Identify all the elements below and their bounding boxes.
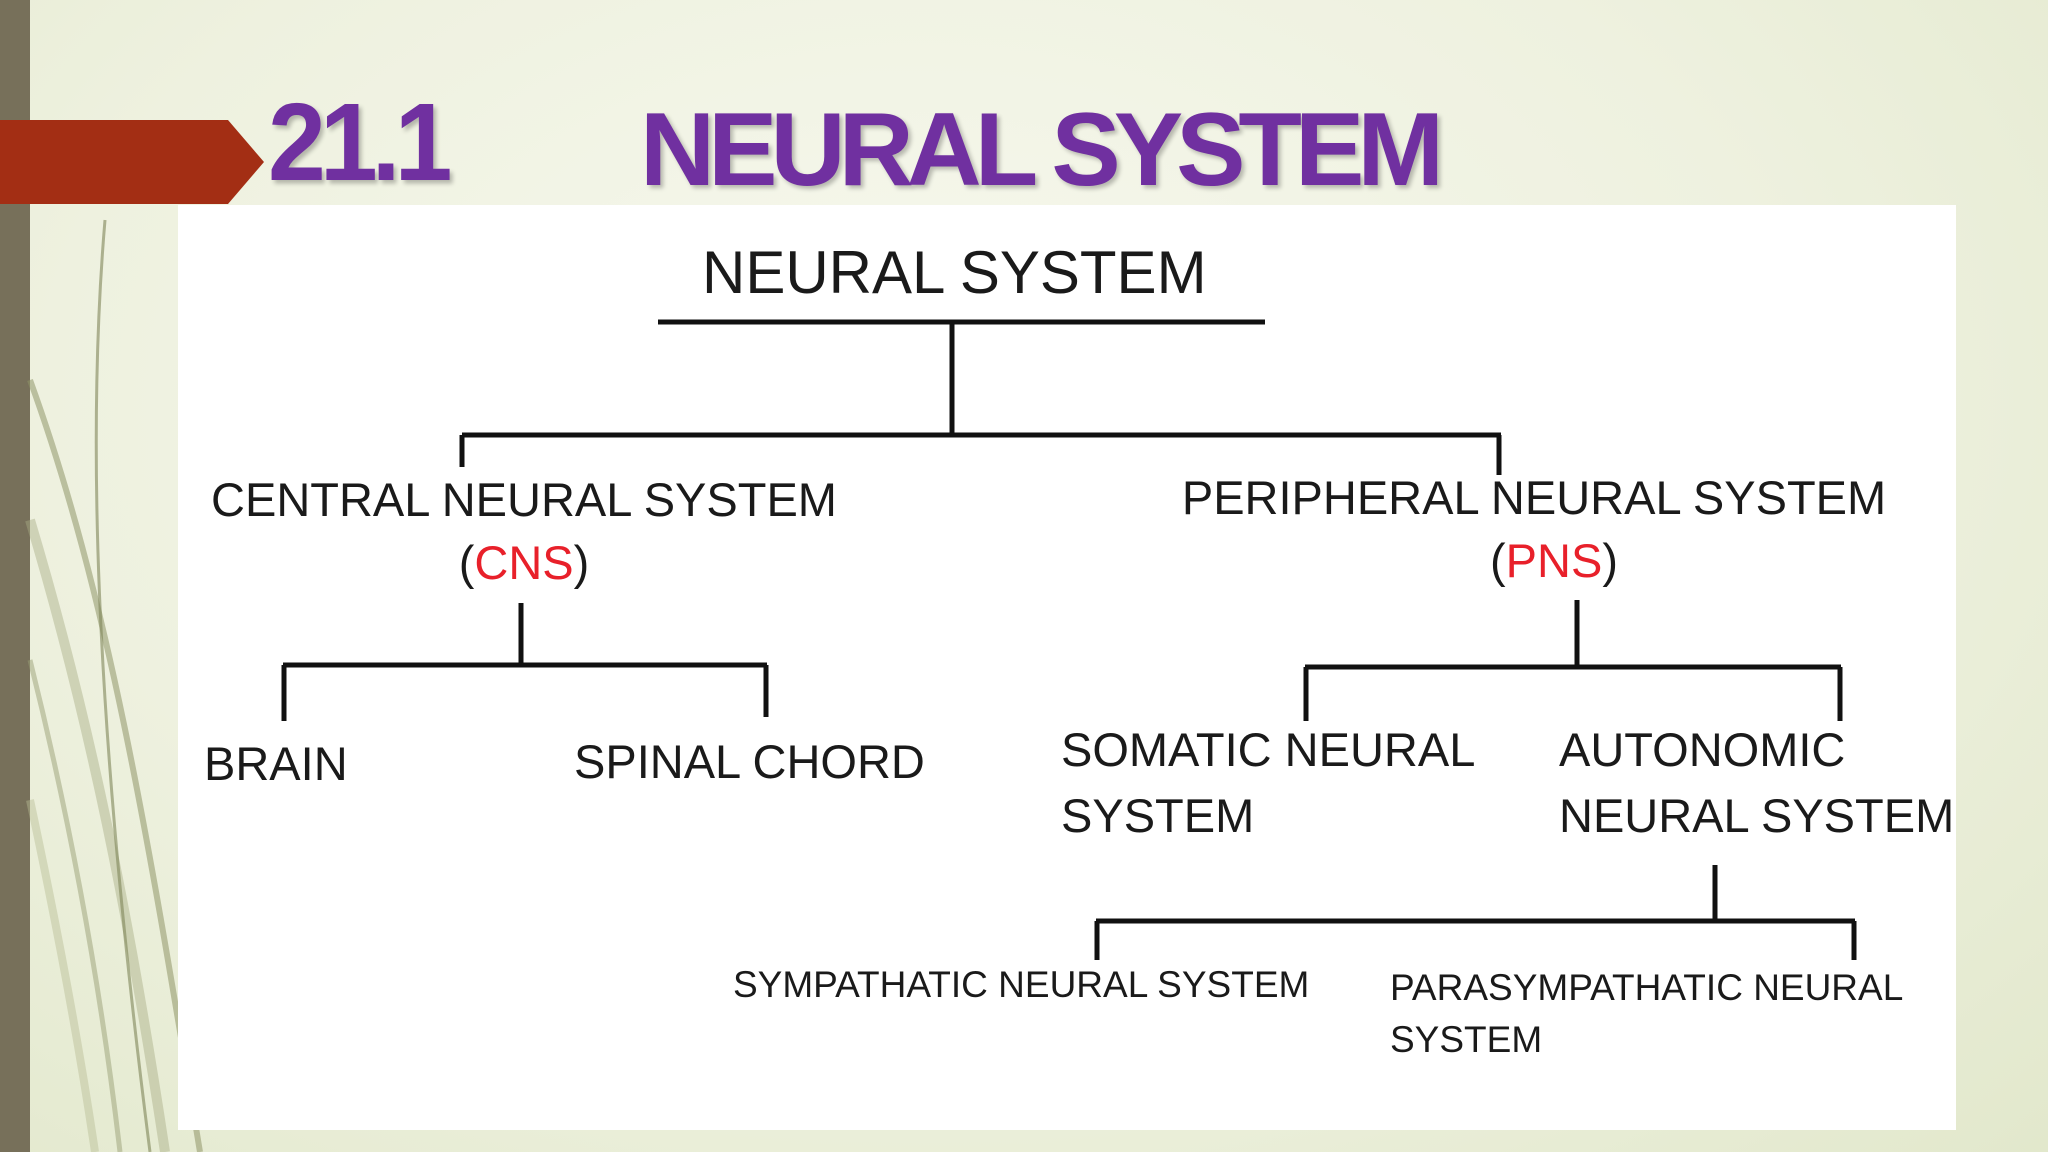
pns-abbr-line: (PNS) [1174, 532, 1894, 591]
cns-paren-open: ( [458, 535, 475, 589]
autonomic-line1: AUTONOMIC [1559, 723, 1846, 776]
cns-node: CENTRAL NEURAL SYSTEM (CNS) [204, 471, 844, 593]
pns-abbreviation: PNS [1505, 533, 1603, 587]
autonomic-line2: NEURAL SYSTEM [1559, 788, 1955, 842]
cns-label: CENTRAL NEURAL SYSTEM [211, 473, 837, 526]
sympathetic-node: SYMPATHATIC NEURAL SYSTEM [733, 964, 1310, 1005]
somatic-line1: SOMATIC NEURAL [1061, 723, 1476, 776]
spinal-chord-node: SPINAL CHORD [574, 735, 925, 788]
cns-abbr-line: (CNS) [204, 534, 844, 593]
section-number: 21.1 [268, 81, 452, 205]
brain-node: BRAIN [204, 737, 348, 790]
somatic-line2: SYSTEM [1061, 788, 1255, 842]
diagram-panel: NEURAL SYSTEM CENTRAL NEURAL SYSTEM (CNS… [178, 205, 1956, 1130]
tree-connector-lines [281, 319, 1857, 960]
autonomic-node: AUTONOMIC NEURAL SYSTEM [1559, 717, 1954, 849]
cns-abbreviation: CNS [474, 535, 574, 589]
pns-node: PERIPHERAL NEURAL SYSTEM (PNS) [1174, 469, 1894, 591]
parasympathetic-line1: PARASYMPATHATIC NEURAL [1390, 967, 1904, 1008]
pns-paren-open: ( [1490, 533, 1506, 587]
parasympathetic-line2: SYSTEM [1390, 1018, 1543, 1060]
root-node-label: NEURAL SYSTEM [702, 239, 1207, 306]
pns-label: PERIPHERAL NEURAL SYSTEM [1181, 471, 1887, 524]
section-arrow-shape [0, 120, 264, 204]
cns-paren-close: ) [573, 535, 590, 589]
parasympathetic-node: PARASYMPATHATIC NEURAL SYSTEM [1390, 962, 1903, 1066]
pns-paren-close: ) [1602, 533, 1618, 587]
slide-title: NEURAL SYSTEM [640, 92, 1444, 208]
somatic-node: SOMATIC NEURAL SYSTEM [1061, 717, 1475, 849]
